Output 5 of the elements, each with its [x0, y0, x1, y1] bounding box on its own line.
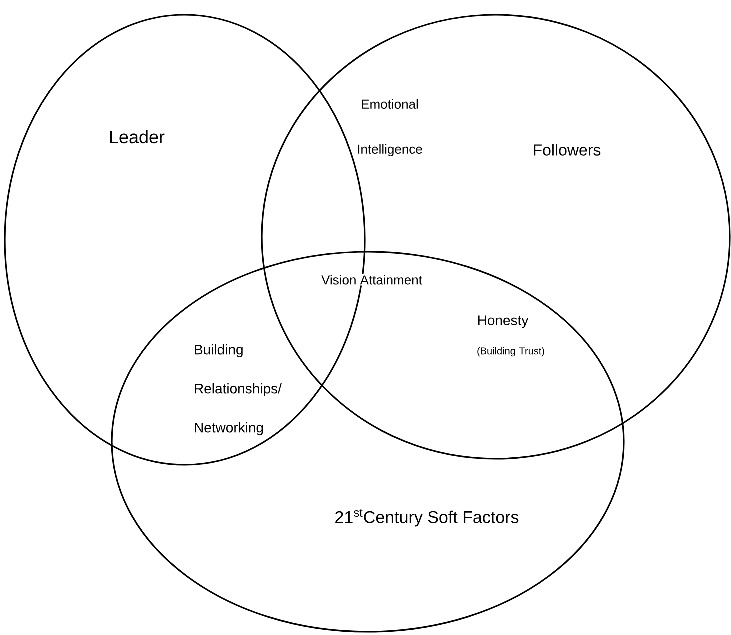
- region-label: (Building Trust): [478, 347, 544, 357]
- region-label: Emotional Intelligence: [358, 99, 422, 157]
- region-label: Building Relationships/ Networking: [195, 344, 282, 436]
- region-label: Honesty: [478, 316, 529, 328]
- region-label: Vision Attainment: [320, 274, 424, 286]
